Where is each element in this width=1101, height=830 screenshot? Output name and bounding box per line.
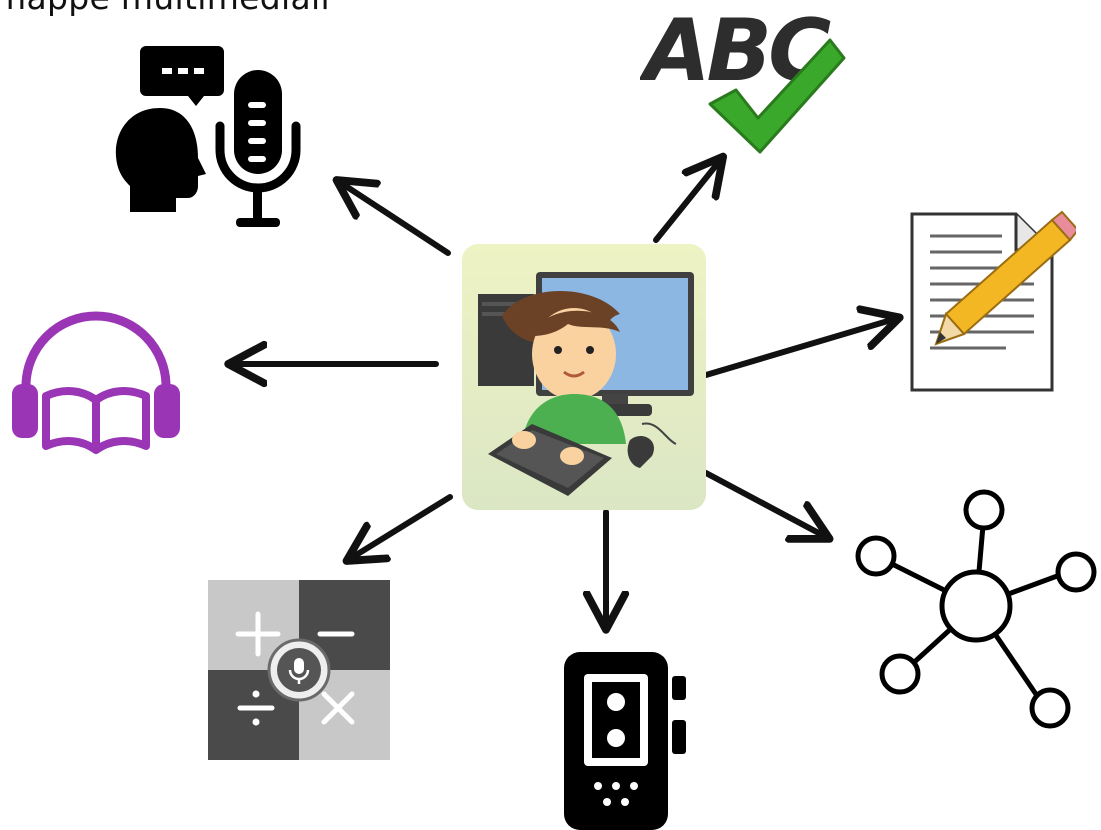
headphones-book-icon bbox=[12, 311, 180, 454]
arrow-to-calculator bbox=[348, 494, 453, 560]
voice-recorder-icon bbox=[564, 652, 686, 830]
arrow-to-document bbox=[703, 318, 898, 378]
page-title: mappe multimediali bbox=[0, 0, 330, 17]
arrow-to-concept-map bbox=[703, 470, 828, 538]
arrow-to-spellcheck bbox=[653, 158, 722, 243]
arrow-to-speech bbox=[338, 181, 451, 256]
voice-calculator-icon bbox=[208, 580, 390, 760]
abc-spellcheck-icon: ABC bbox=[640, 0, 862, 160]
document-pencil-icon bbox=[910, 210, 1076, 392]
person-at-computer-icon bbox=[462, 244, 706, 510]
concept-map-network-icon bbox=[855, 489, 1097, 729]
speaker-head-microphone-icon bbox=[115, 46, 301, 227]
